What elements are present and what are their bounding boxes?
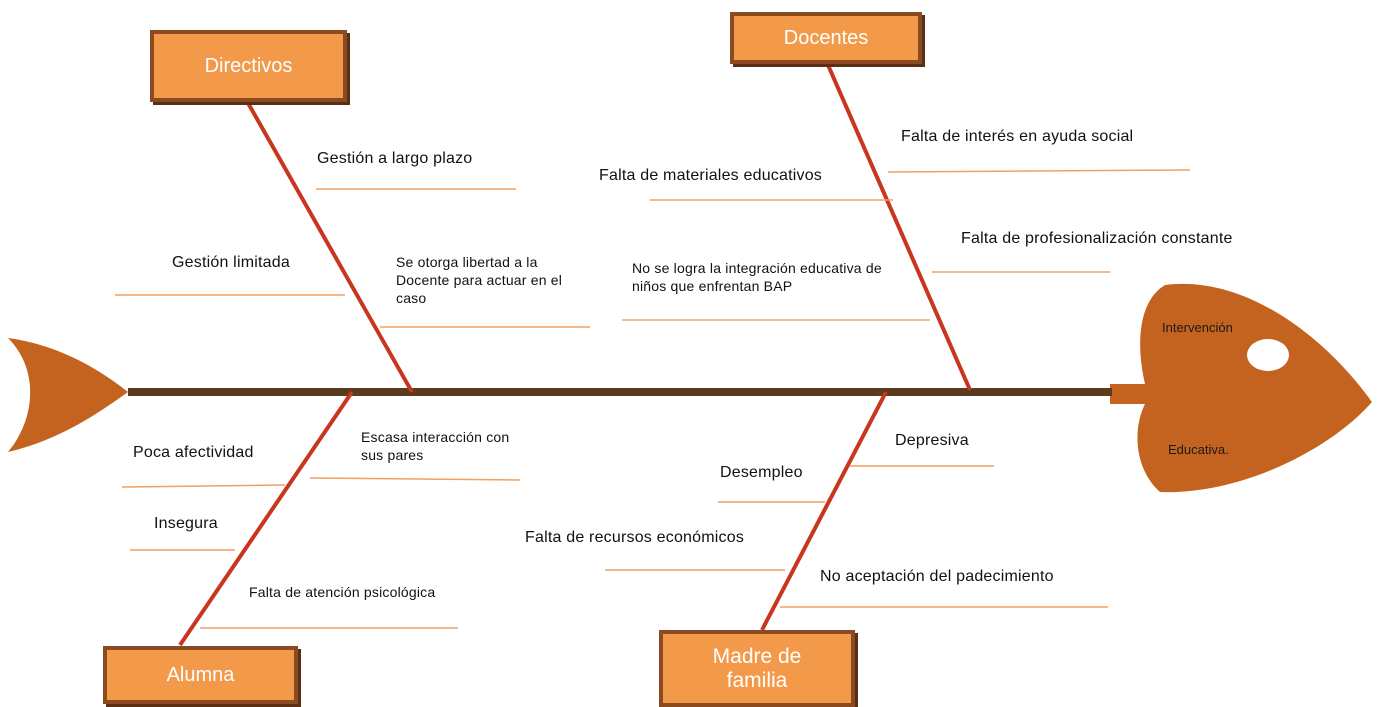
category-label: Madre de familia bbox=[712, 645, 802, 692]
underline-interes bbox=[887, 169, 1191, 173]
fish-spine bbox=[128, 388, 1112, 396]
category-madre: Madre de familia bbox=[659, 630, 855, 707]
bone-alumna bbox=[178, 390, 354, 647]
underline-afectividad bbox=[121, 484, 286, 488]
cause-label: Gestión a largo plazo bbox=[317, 150, 473, 167]
fish-tail bbox=[8, 338, 128, 452]
cause-underlines bbox=[115, 169, 1191, 629]
fish-eye bbox=[1247, 339, 1289, 371]
bone-directivos bbox=[246, 102, 414, 393]
cause-label: Falta de materiales educativos bbox=[599, 167, 822, 184]
cause-label: Depresiva bbox=[895, 432, 969, 449]
underline-interaccion bbox=[309, 477, 521, 481]
cause-label: No aceptación del padecimiento bbox=[820, 568, 1054, 585]
effect-line-2: Educativa. bbox=[1168, 442, 1229, 457]
cause-label: Escasa interacción con sus pares bbox=[361, 429, 510, 464]
cause-label: Desempleo bbox=[720, 464, 803, 481]
effect-line-1: Intervención bbox=[1162, 320, 1233, 335]
fish-head bbox=[1110, 283, 1372, 493]
category-label: Alumna bbox=[166, 664, 235, 686]
category-alumna: Alumna bbox=[103, 646, 298, 704]
cause-label: Falta de interés en ayuda social bbox=[901, 128, 1134, 145]
cause-label: No se logra la integración educativa de … bbox=[632, 260, 882, 295]
cause-label: Se otorga libertad a la Docente para act… bbox=[396, 254, 563, 307]
cause-label: Insegura bbox=[154, 515, 218, 532]
category-label: Docentes bbox=[783, 27, 869, 49]
cause-label: Poca afectividad bbox=[133, 444, 254, 461]
category-directivos: Directivos bbox=[150, 30, 347, 102]
cause-label: Falta de atención psicológica bbox=[249, 584, 436, 600]
bone-docentes bbox=[826, 64, 972, 391]
cause-label: Falta de profesionalización constante bbox=[961, 230, 1233, 247]
category-label: Directivos bbox=[204, 55, 293, 77]
cause-label: Falta de recursos económicos bbox=[525, 529, 745, 546]
bone-madre bbox=[760, 391, 888, 631]
category-docentes: Docentes bbox=[730, 12, 922, 64]
cause-label: Gestión limitada bbox=[172, 254, 290, 271]
